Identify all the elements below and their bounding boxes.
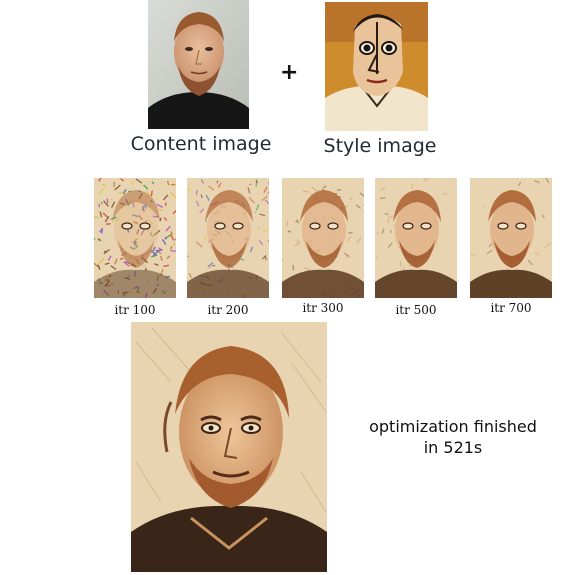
iteration-thumbnail (94, 178, 176, 298)
style-image (325, 2, 428, 131)
status-line-2: in 521s (423, 438, 483, 457)
iteration-thumbnail (282, 178, 364, 298)
iteration-label: itr 500 (395, 303, 437, 317)
iteration-label: itr 300 (302, 301, 344, 315)
status-line-1: optimization finished (369, 417, 537, 436)
iteration-label: itr 100 (114, 303, 156, 317)
iteration-thumbnail (375, 178, 457, 298)
plus-symbol: + (280, 60, 299, 85)
content-image (148, 0, 249, 129)
iteration-label: itr 200 (207, 303, 249, 317)
result-image (131, 322, 327, 572)
content-image-caption: Content image (130, 133, 272, 155)
optimization-status: optimization finished in 521s (350, 416, 556, 458)
iteration-label: itr 700 (490, 301, 532, 315)
iteration-thumbnail (187, 178, 269, 298)
style-image-caption: Style image (323, 135, 437, 157)
iteration-thumbnail (470, 178, 552, 298)
